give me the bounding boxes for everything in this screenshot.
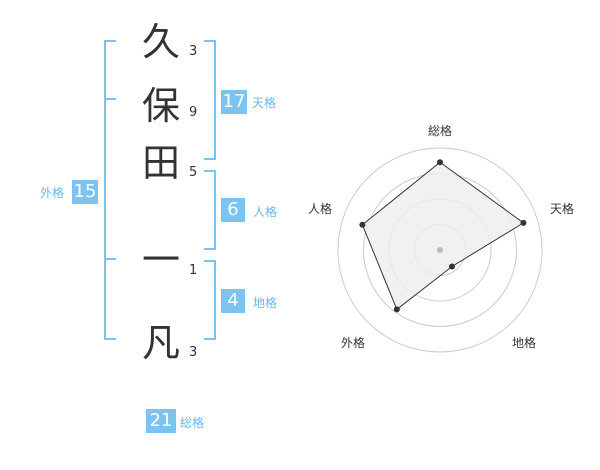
tenkaku-score: 17 [221,90,247,114]
jinkaku-bracket [204,170,216,250]
chikaku-bracket [204,260,216,340]
chikaku-label: 地格 [253,296,278,310]
stroke-count-5: 3 [189,345,198,360]
tenkaku-bracket [204,40,216,160]
stroke-count-1: 3 [189,44,198,59]
tenkaku-label: 天格 [252,96,277,110]
name-char-4: 一 [141,238,180,282]
radar-point [520,219,527,226]
jinkaku-score: 6 [221,198,245,222]
soukaku-label: 総格 [180,416,205,430]
radar-point [448,263,455,270]
radar-point [437,159,443,166]
gaikaku-label: 外格 [40,186,65,200]
radar-center-dot [437,247,443,253]
radar-label-chikaku: 地格 [512,336,537,350]
gaikaku-bracket [104,40,116,340]
name-char-1: 久 [141,20,180,64]
radar-point [393,306,400,313]
stroke-count-3: 5 [189,165,198,180]
name-char-5: 凡 [141,321,180,365]
name-char-2: 保 [141,84,180,128]
radar-polygon [361,161,525,311]
bracket-tick-lower [104,258,116,260]
stroke-count-4: 1 [189,263,198,278]
stroke-count-2: 9 [189,105,198,120]
radar-ring [337,147,543,353]
radar-label-tenkaku: 天格 [550,202,575,216]
radar-point [359,221,366,228]
jinkaku-label: 人格 [253,205,278,219]
radar-label-jinkaku: 人格 [308,202,333,216]
name-char-3: 田 [141,141,180,185]
soukaku-score: 21 [146,409,176,433]
gaikaku-score: 15 [72,180,98,204]
radar-label-soukaku: 総格 [428,124,453,138]
radar-label-gaikaku: 外格 [341,336,366,350]
bracket-tick-upper [104,98,116,100]
chikaku-score: 4 [221,289,245,313]
